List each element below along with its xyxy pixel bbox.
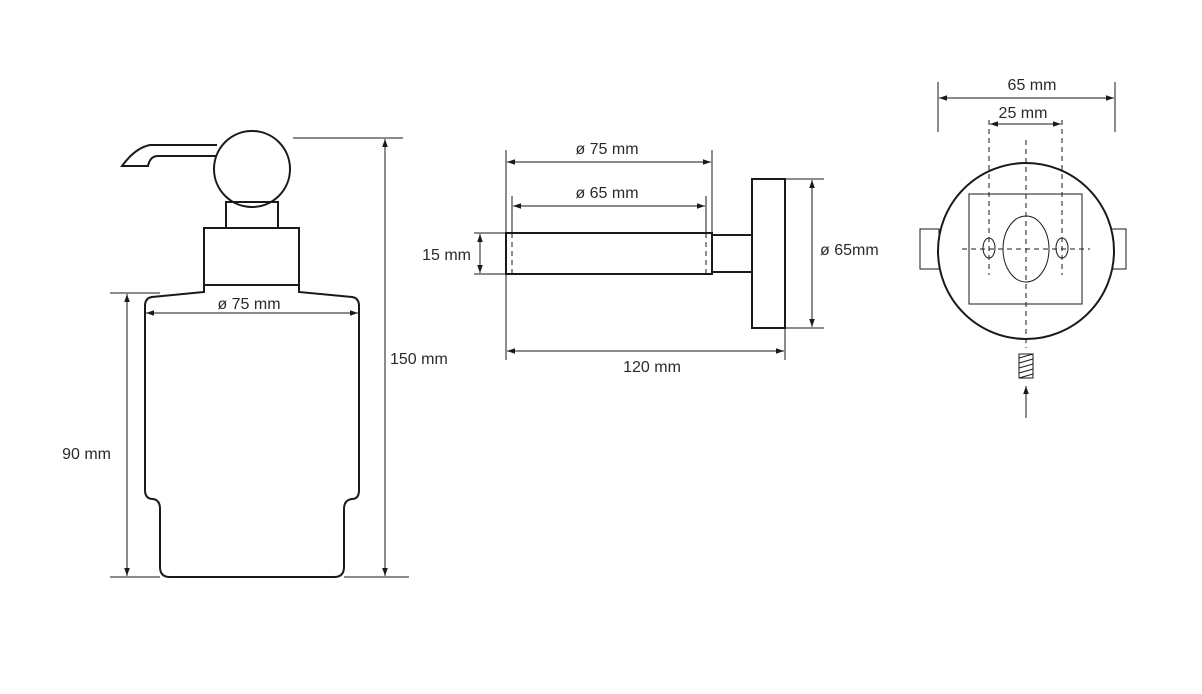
pump-neck — [225, 201, 279, 229]
dim-label-plate-diameter: ø 65mm — [820, 242, 879, 259]
holder-arm — [711, 234, 753, 273]
pump-spout — [120, 144, 217, 167]
side-tab-left — [919, 228, 940, 270]
side-view: ø 75 mm ø 65 mm 15 mm ø 65mm 120 mm — [422, 141, 879, 376]
dim-label-thickness: 15 mm — [422, 247, 471, 264]
wall-plate — [751, 178, 786, 329]
glass-container — [144, 285, 360, 578]
dim-label-depth: 120 mm — [623, 359, 681, 376]
back-view: 65 mm 25 mm — [919, 77, 1127, 418]
pump-head — [213, 130, 291, 208]
dim-label-width: ø 75 mm — [217, 296, 280, 313]
dim-label-plate-width: 65 mm — [1008, 77, 1057, 94]
holder-ring — [505, 232, 713, 275]
pump-collar — [203, 227, 300, 286]
dim-label-glass-height: 90 mm — [62, 446, 111, 463]
dim-label-inner-diameter: ø 65 mm — [575, 185, 638, 202]
dim-label-total-height: 150 mm — [390, 351, 448, 368]
dim-label-outer-diameter: ø 75 mm — [575, 141, 638, 158]
set-screw — [1018, 353, 1034, 379]
dim-label-hole-spacing: 25 mm — [999, 105, 1048, 122]
soap-dispenser-view: ø 75 mm 90 mm 150 mm — [62, 130, 448, 578]
